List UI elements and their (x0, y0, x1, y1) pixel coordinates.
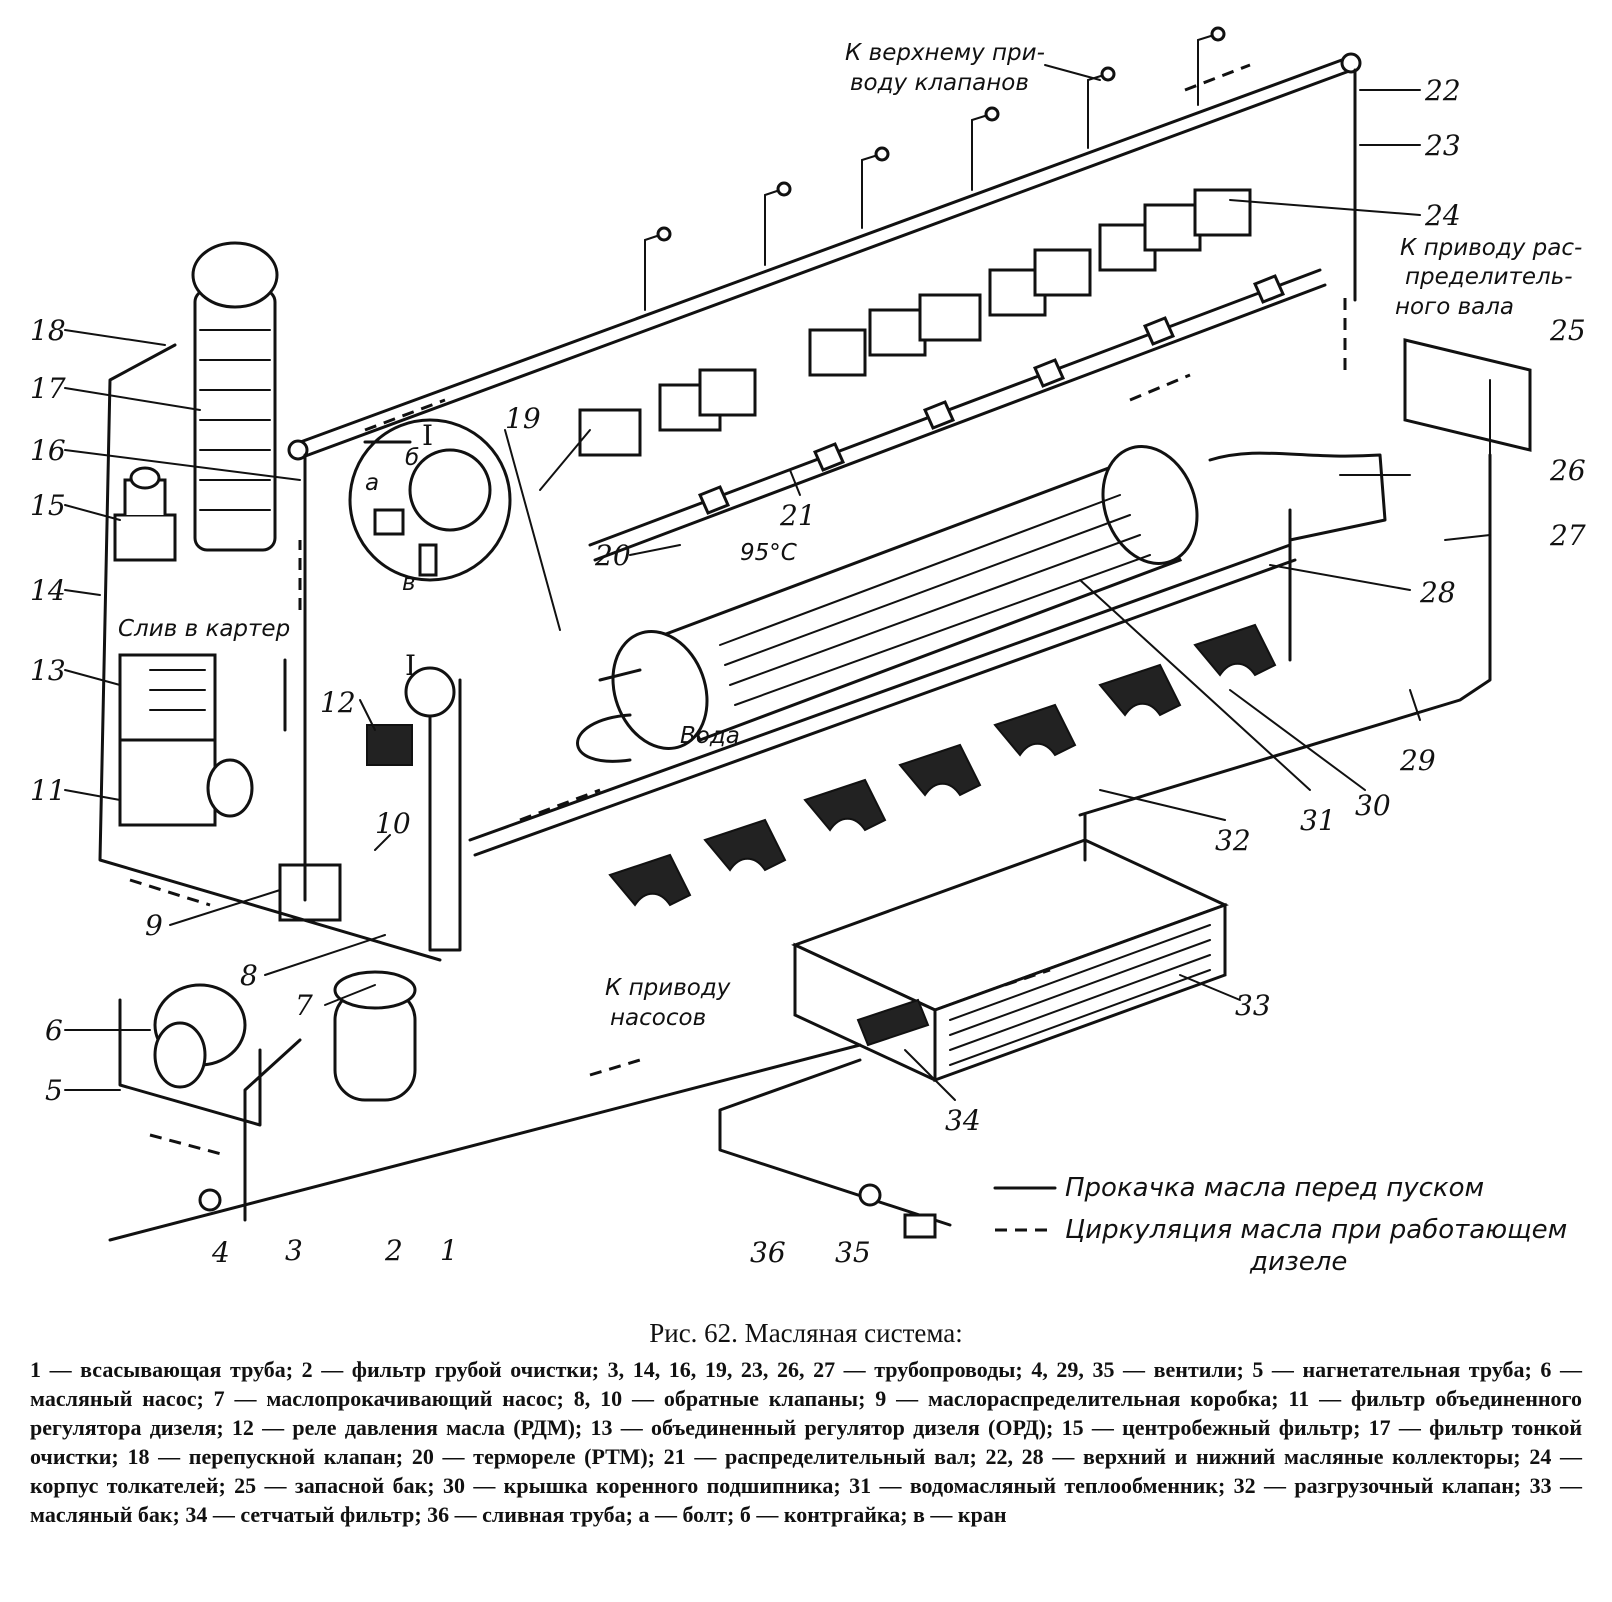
callout-7: 7 (295, 989, 313, 1022)
callout-14: 14 (30, 574, 66, 607)
callout-26: 26 (1549, 454, 1586, 487)
camshaft (588, 268, 1327, 562)
callout-28: 28 (1419, 576, 1456, 609)
caption-title: Рис. 62. Масляная система: (649, 1318, 963, 1348)
callout-17: 17 (30, 372, 66, 405)
callout-10: 10 (375, 807, 411, 840)
heat-exchanger (576, 445, 1199, 763)
pressure-relay (366, 724, 413, 766)
oil-pump (118, 983, 262, 1127)
callout-16: 16 (30, 434, 66, 467)
callout-31: 31 (1300, 804, 1336, 837)
label-pump-drive-2: насосов (610, 1005, 706, 1031)
callout-22: 22 (1424, 74, 1461, 107)
flow-arrows (129, 63, 1347, 1157)
callout-12: 12 (320, 686, 356, 719)
callout-13: 13 (30, 654, 66, 687)
callout-3: 3 (285, 1234, 303, 1267)
oil-system-diagram: К верхнему при- воду клапанов К приводу … (30, 26, 1586, 1277)
callout-33: 33 (1235, 989, 1271, 1022)
label-pump-drive-1: К приводу (605, 975, 731, 1001)
label-drain-crankcase: Слив в картер (118, 616, 290, 642)
callout-5: 5 (45, 1074, 63, 1107)
callout-18: 18 (30, 314, 66, 347)
suction-pipe (108, 1038, 862, 1242)
callout-36: 36 (750, 1236, 786, 1269)
legend-dashed-text-2: дизеле (1249, 1247, 1347, 1277)
centrifugal-filter (113, 466, 177, 562)
callout-32: 32 (1215, 824, 1251, 857)
callout-21: 21 (779, 499, 816, 532)
label-water: Вода (680, 723, 740, 749)
callout-1: 1 (440, 1234, 458, 1267)
label-detail-v: в (402, 570, 416, 596)
tappet-housings (578, 188, 1252, 457)
callout-2: 2 (384, 1234, 403, 1267)
legend-lines (993, 1186, 1057, 1232)
distribution-box (278, 863, 342, 922)
legend-solid-text: Прокачка масла перед пуском (1065, 1173, 1484, 1203)
main-bearing-caps (608, 623, 1277, 907)
lower-oil-collector (468, 508, 1297, 857)
governor (118, 653, 254, 827)
fine-filter (191, 241, 279, 552)
callout-29: 29 (1399, 744, 1436, 777)
coarse-filter (333, 970, 417, 1102)
callout-34: 34 (945, 1104, 981, 1137)
callout-30: 30 (1355, 789, 1391, 822)
label-temperature: 95°C (740, 540, 797, 566)
callout-19: 19 (505, 402, 541, 435)
label-camshaft-drive-1: К приводу рас- (1400, 235, 1582, 261)
caption-text: 1 — всасывающая труба; 2 — фильтр грубой… (30, 1357, 1582, 1527)
callout-9: 9 (145, 909, 163, 942)
callout-27: 27 (1549, 519, 1586, 552)
legend-dashed-text-1: Циркуляция масла при работающем (1065, 1215, 1567, 1245)
upper-oil-collector (287, 52, 1362, 461)
callout-23: 23 (1424, 129, 1461, 162)
drain-pipe (718, 1058, 952, 1239)
callout-8: 8 (240, 959, 258, 992)
leader-lines (64, 64, 1491, 1101)
label-camshaft-drive-3: ного вала (1395, 294, 1514, 320)
callout-15: 15 (30, 489, 66, 522)
label-detail-mark-2: I (405, 649, 416, 682)
callout-25: 25 (1549, 314, 1586, 347)
callout-4: 4 (211, 1236, 230, 1269)
callout-24: 24 (1424, 199, 1461, 232)
detail-circle (348, 418, 512, 718)
label-top-valves-1: К верхнему при- (845, 40, 1045, 66)
callout-11: 11 (30, 774, 66, 807)
spare-tank (1403, 338, 1532, 456)
callout-6: 6 (45, 1014, 63, 1047)
callout-35: 35 (835, 1236, 871, 1269)
label-detail-a: а (365, 470, 379, 496)
oil-tank (791, 838, 1229, 1083)
label-detail-mark: I (422, 419, 433, 452)
figure-caption: Рис. 62. Масляная система: 1 — всасывающ… (30, 1318, 1582, 1529)
label-camshaft-drive-2: пределитель- (1405, 264, 1573, 290)
callout-20: 20 (594, 539, 631, 572)
label-top-valves-2: воду клапанов (850, 70, 1029, 96)
top-valve-risers (644, 26, 1226, 311)
pipelines (98, 68, 1492, 962)
label-detail-b: б (405, 445, 419, 471)
